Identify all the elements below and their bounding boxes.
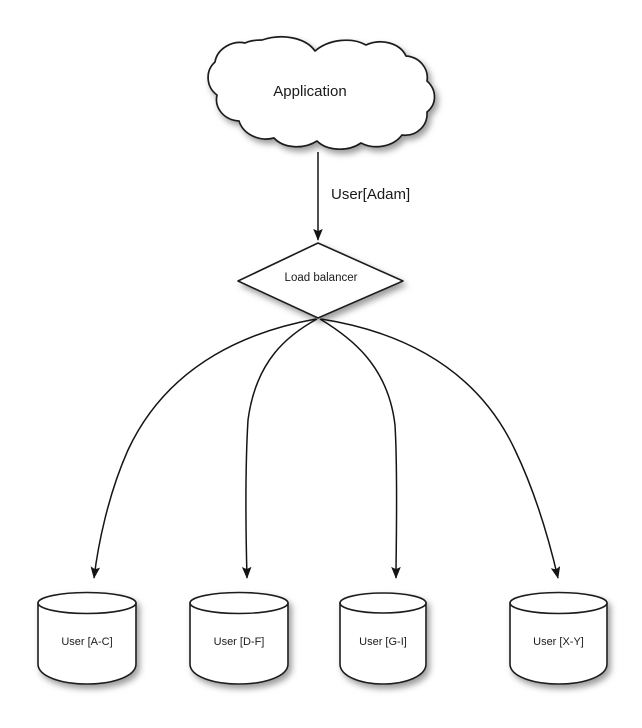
- diamond-shape: [237, 242, 404, 319]
- edge-load-balancer-to-db-1: [241, 318, 318, 579]
- node-database-2[interactable]: [339, 592, 427, 685]
- node-database-1[interactable]: [189, 591, 289, 685]
- node-database-3[interactable]: [509, 591, 608, 685]
- edge-load-balancer-to-db-3: [320, 318, 561, 579]
- cylinder-top: [509, 591, 608, 615]
- cylinder-top: [189, 591, 289, 615]
- edge-load-balancer-to-db-2: [319, 318, 401, 579]
- cylinder-body: [189, 602, 289, 685]
- edge-load-balancer-to-db-0: [90, 318, 317, 579]
- node-database-0[interactable]: [37, 591, 137, 685]
- cylinder-top: [339, 592, 427, 614]
- node-load-balancer[interactable]: [237, 242, 404, 319]
- cylinder-body: [509, 602, 608, 685]
- cloud-shape: [207, 36, 436, 150]
- cylinder-top: [37, 591, 137, 615]
- cylinder-body: [37, 602, 137, 685]
- cylinder-body: [339, 602, 427, 685]
- node-application[interactable]: [207, 36, 436, 150]
